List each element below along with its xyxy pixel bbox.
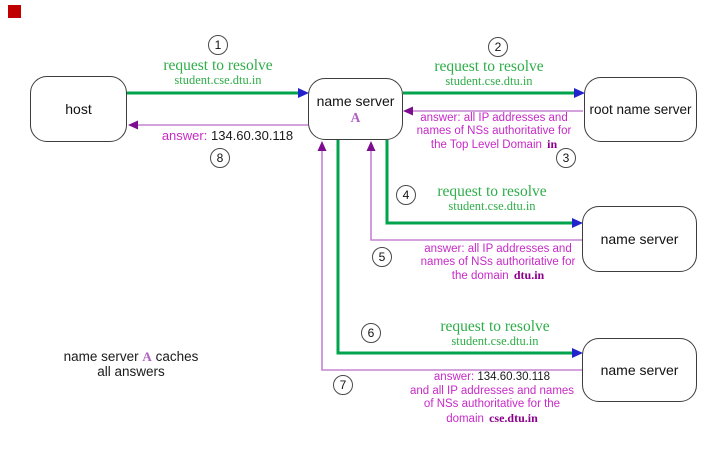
step-1-badge: 1 (208, 35, 228, 55)
cache-caption-post: caches (155, 349, 199, 364)
step-7-number: 7 (339, 378, 347, 392)
step-6-badge: 6 (361, 323, 381, 343)
cache-caption-highlight: A (142, 349, 152, 364)
answer-5-arrow (370, 150, 582, 241)
name-server-a-label: name server (316, 92, 395, 109)
step-4-number: 4 (402, 188, 410, 202)
step-8-badge: 8 (210, 148, 230, 168)
answer-3-label: answer: all IP addresses and names of NS… (407, 112, 581, 152)
step-8-number: 8 (216, 151, 224, 165)
step-2-number: 2 (494, 40, 502, 54)
name-server-a-box: name server A (308, 78, 403, 140)
request-2-line2: student.cse.dtu.in (445, 74, 533, 88)
cache-caption-line2: all answers (97, 364, 165, 379)
root-name-server-label: root name server (589, 102, 692, 117)
request-1-line1: request to resolve (163, 57, 273, 74)
step-1-number: 1 (214, 38, 222, 52)
cache-caption-line1: name server A caches (55, 349, 207, 364)
tld-name-server-label: name server (600, 231, 679, 247)
answer-3-line3-text: the Top Level Domain (430, 139, 542, 151)
authoritative-name-server-label: name server (600, 362, 679, 378)
answer-7-label: answer: 134.60.30.118 and all IP address… (398, 371, 586, 426)
request-1-label: request to resolve student.cse.dtu.in (128, 58, 308, 87)
step-5-number: 5 (378, 250, 386, 264)
answer-3-line3: the Top Level Domain in (407, 138, 581, 152)
answer-7-prefix: answer: (433, 371, 475, 383)
request-6-arrow (336, 140, 574, 355)
answer-8-ip-value: 134.60.30.118 (210, 128, 294, 143)
answer-7-line4: domain cse.dtu.in (398, 410, 586, 427)
answer-5-line1: answer: all IP addresses and (424, 243, 572, 255)
answer-3-domain: in (547, 137, 558, 151)
step-2-badge: 2 (488, 37, 508, 57)
step-5-badge: 5 (372, 247, 392, 267)
answer-7-ip-value: 134.60.30.118 (477, 371, 551, 383)
answer-5-line3: the domain dtu.in (408, 269, 588, 283)
request-4-arrow (385, 140, 574, 225)
step-6-number: 6 (367, 326, 375, 340)
answer-5-label: answer: all IP addresses and names of NS… (408, 243, 588, 283)
answer-7-line1: answer: 134.60.30.118 (398, 371, 586, 385)
answer-5-line3-text: the domain (451, 270, 509, 282)
request-4-arrowhead-icon (572, 218, 583, 228)
request-1-line2: student.cse.dtu.in (174, 73, 262, 87)
answer-7-line3: of NSs authoritative for the (423, 398, 561, 410)
request-1-arrowhead-icon (298, 88, 309, 98)
tld-name-server-box: name server (582, 206, 697, 272)
request-6-label: request to resolve student.cse.dtu.in (400, 319, 590, 348)
answer-7-arrow (321, 150, 582, 371)
answer-5-domain: dtu.in (513, 268, 545, 282)
root-name-server-box: root name server (584, 77, 697, 142)
answer-7-line2: and all IP addresses and names (409, 384, 575, 397)
answer-7-line4-text: domain (446, 412, 484, 425)
host-label: host (65, 101, 92, 117)
request-4-line2: student.cse.dtu.in (448, 199, 536, 213)
step-4-badge: 4 (396, 185, 416, 205)
request-6-arrowhead-icon (572, 348, 583, 358)
answer-5-arrowhead-icon (366, 141, 376, 151)
cache-caption: name server A caches all answers (55, 349, 207, 379)
step-3-number: 3 (562, 151, 570, 165)
request-4-label: request to resolve student.cse.dtu.in (402, 184, 582, 213)
host-box: host (30, 76, 127, 142)
red-square-marker (8, 5, 21, 18)
authoritative-name-server-box: name server (582, 338, 697, 402)
request-2-line1: request to resolve (434, 58, 544, 75)
request-6-line1: request to resolve (440, 318, 550, 335)
answer-3-arrowhead-icon (403, 106, 413, 116)
name-server-a-sublabel: A (350, 109, 361, 125)
answer-8-arrowhead-icon (128, 120, 138, 130)
cache-caption-pre: name server (63, 349, 139, 364)
request-4-line1: request to resolve (437, 183, 547, 200)
answer-3-line2: names of NSs authoritative for (416, 125, 572, 137)
answer-8-prefix: answer: (161, 128, 208, 143)
answer-8-label: answer: 134.60.30.118 (135, 129, 320, 143)
request-2-label: request to resolve student.cse.dtu.in (397, 59, 581, 88)
answer-7-domain: cse.dtu.in (489, 410, 538, 425)
answer-7-arrowhead-icon (317, 141, 327, 151)
step-3-badge: 3 (556, 148, 576, 168)
answer-3-line1: answer: all IP addresses and (420, 112, 568, 124)
request-2-arrowhead-icon (574, 88, 585, 98)
answer-5-line2: names of NSs authoritative for (420, 256, 576, 268)
step-7-badge: 7 (333, 375, 353, 395)
request-6-line2: student.cse.dtu.in (451, 334, 539, 348)
